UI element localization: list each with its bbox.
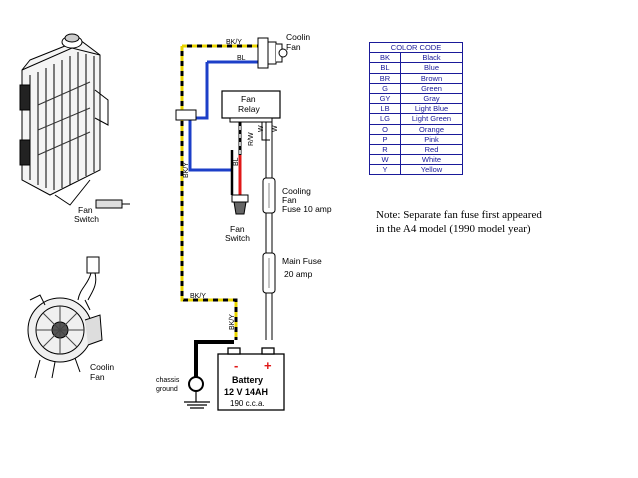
fuse-note-line1: Note: Separate fan fuse first appeared	[376, 209, 542, 221]
fan-switch-center	[231, 194, 249, 215]
color-code-name: Light Blue	[400, 103, 463, 115]
fan-switch-center-line1: Fan	[230, 224, 245, 234]
color-code-name: Pink	[400, 133, 463, 145]
wire-label-bk-y-bottom-vertical: BK/Y	[229, 314, 236, 330]
cooling-fan-left-line1: Coolin	[90, 362, 114, 372]
color-code-abbr: R	[369, 143, 401, 156]
wire-label-bk-y-top: BK/Y	[226, 39, 242, 46]
color-code-name: Light Green	[400, 113, 463, 125]
wire-label-bl-top: BL	[237, 55, 246, 62]
wire-label-w-2: W	[272, 125, 279, 132]
wire-label-bl-vertical: BL	[233, 157, 240, 166]
fan-switch-left-line2: Switch	[74, 214, 99, 224]
cooling-fan-fuse	[262, 177, 276, 214]
color-code-name: Green	[400, 82, 463, 94]
cooling-fan-left-line2: Fan	[90, 372, 105, 382]
fuse-note-line2: in the A4 model (1990 model year)	[376, 223, 531, 235]
color-code-abbr: BL	[369, 62, 401, 74]
color-code-name: Brown	[400, 72, 463, 84]
main-fuse	[262, 252, 276, 294]
color-code-name: Red	[400, 143, 463, 156]
cooling-fan-top-line2: Fan	[286, 42, 301, 52]
fan-relay-label-line1: Fan	[241, 94, 256, 104]
color-code-name: Black	[400, 52, 463, 64]
color-code-abbr: G	[369, 82, 401, 94]
battery-label-line2: 12 V 14AH	[224, 387, 268, 397]
wire-label-bk-y-bottom: BK/Y	[190, 293, 206, 300]
battery-plus: +	[264, 358, 272, 373]
color-code-name: Blue	[400, 62, 463, 74]
main-fuse-label-line1: Main Fuse	[282, 256, 322, 266]
color-code-abbr: LG	[369, 113, 401, 125]
chassis-ground-line1: chassis	[156, 377, 180, 384]
chassis-ground-strap	[184, 340, 234, 409]
fan-relay	[221, 90, 281, 123]
chassis-ground-line2: ground	[156, 386, 178, 393]
color-code-abbr: Y	[369, 164, 401, 176]
radiator-illustration	[19, 33, 130, 209]
main-fuse-label-line2: 20 amp	[284, 269, 313, 279]
inline-connector	[175, 109, 197, 121]
color-code-name: White	[400, 154, 463, 166]
battery	[217, 347, 285, 411]
cooling-fan-fuse-label-line3: Fuse 10 amp	[282, 204, 332, 214]
cooling-fan-fuse-label-line2: Fan	[282, 195, 297, 205]
color-code-name: Yellow	[400, 164, 463, 176]
color-code-abbr: P	[369, 133, 401, 145]
cooling-fan-top-line1: Coolin	[286, 32, 310, 42]
fan-relay-label-line2: Relay	[238, 104, 260, 114]
battery-label-line1: Battery	[232, 375, 263, 385]
fan-switch-left-line1: Fan	[78, 205, 93, 215]
battery-minus: -	[234, 358, 238, 373]
color-code-abbr: O	[369, 123, 401, 135]
color-code-abbr: W	[369, 154, 401, 166]
color-code-name: Gray	[400, 92, 463, 105]
wire-label-r-w: R/W	[248, 132, 255, 146]
wire-label-bk-y-vertical: BK/Y	[183, 162, 190, 178]
color-code-name: Orange	[400, 123, 463, 135]
wire-r-w	[230, 118, 242, 195]
wire-label-w-1: W	[258, 125, 265, 132]
color-code-abbr: GY	[369, 92, 401, 105]
wire-bk-y	[180, 44, 260, 340]
fan-switch-center-line2: Switch	[225, 233, 250, 243]
color-code-title: COLOR CODE	[369, 41, 463, 54]
cooling-fan-connector	[257, 37, 288, 69]
color-code-abbr: BR	[369, 72, 401, 84]
cooling-fan-illustration	[27, 256, 103, 379]
fuse-note: Note: Separate fan fuse first appeared i…	[376, 208, 576, 236]
cooling-fan-fuse-label-line1: Cooling	[282, 186, 311, 196]
battery-label-line3: 190 c.c.a.	[230, 399, 265, 408]
color-code-abbr: BK	[369, 52, 401, 64]
color-code-abbr: LB	[369, 103, 401, 115]
